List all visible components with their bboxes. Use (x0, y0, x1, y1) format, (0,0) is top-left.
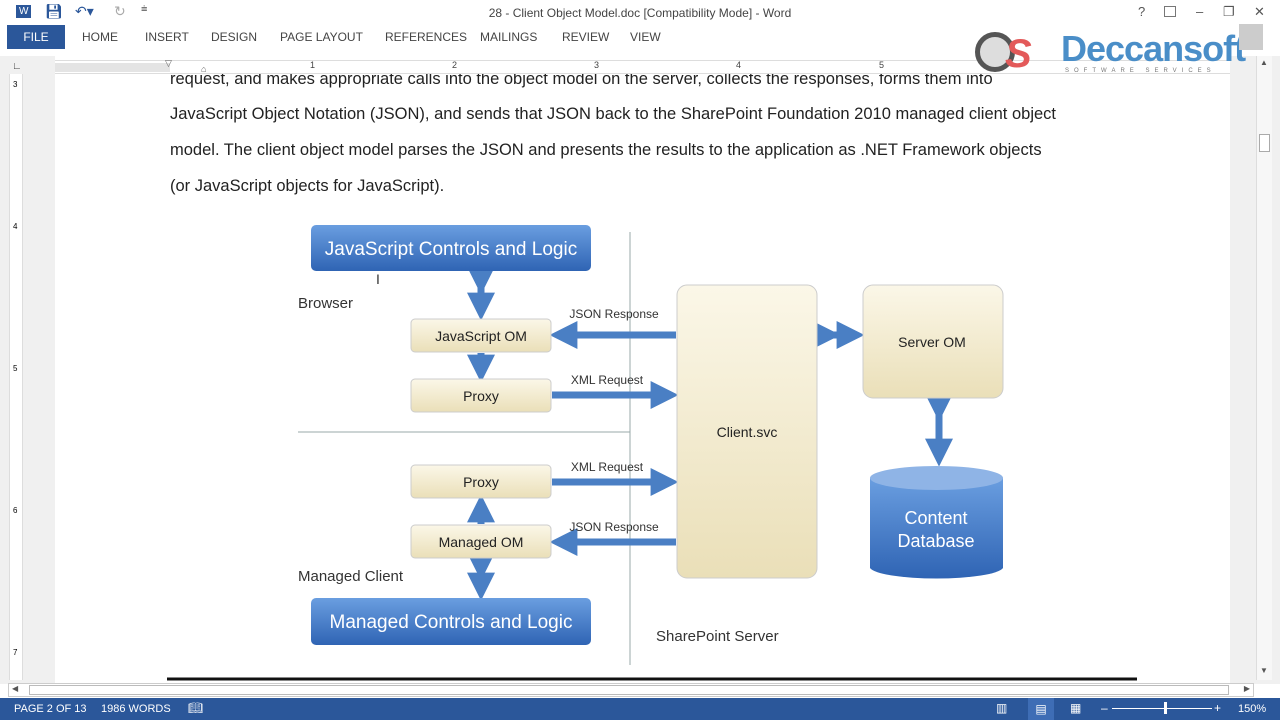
vruler-number: 6 (13, 506, 18, 515)
proofing-icon[interactable]: 📖︎ (188, 701, 204, 715)
json-response-label: JSON Response (569, 307, 659, 321)
paragraph-line: model. The client object model parses th… (170, 141, 1042, 159)
ruler-number: 5 (879, 60, 885, 70)
read-mode-icon[interactable]: ▥ (996, 701, 1008, 715)
web-layout-icon[interactable]: ▦ (1070, 701, 1082, 715)
paragraph-line: JavaScript Object Notation (JSON), and s… (170, 105, 1056, 123)
logo-s-icon: S (1005, 32, 1032, 76)
customize-toolbar-icon[interactable]: ⩧ (141, 3, 148, 15)
tab-mailings[interactable]: MAILINGS (480, 30, 538, 44)
tab-view[interactable]: VIEW (630, 30, 661, 44)
managed-om-box (410, 524, 552, 559)
vruler-number: 7 (13, 648, 18, 657)
deccansoft-watermark-logo: S Deccansoft SOFTWARE SERVICES (975, 28, 1246, 78)
ruler-number: 3 (594, 60, 600, 70)
ruler-margin (55, 63, 170, 72)
managed-om-label: Managed OM (439, 534, 524, 550)
title-bar: W 💾︎ ↶▾ ↻ ⩧ 28 - Client Object Model.doc… (0, 0, 1280, 25)
server-om-label: Server OM (898, 334, 966, 350)
zoom-slider-track[interactable] (1112, 708, 1212, 709)
json-response-label: JSON Response (569, 520, 659, 534)
tab-file[interactable]: FILE (7, 25, 65, 49)
content-database-label: Content (904, 508, 967, 528)
minimize-button[interactable]: – (1196, 4, 1204, 19)
xml-request-label: XML Request (571, 460, 644, 474)
tab-home[interactable]: HOME (82, 30, 118, 44)
vertical-ruler: 3 4 5 6 7 (9, 74, 23, 680)
horizontal-ruler: ▽ ⌂ (55, 58, 1230, 74)
logo-tagline: SOFTWARE SERVICES (1065, 68, 1216, 74)
user-avatar[interactable] (1239, 24, 1263, 50)
first-line-indent-marker[interactable]: ▽ (165, 58, 172, 68)
close-button[interactable]: ✕ (1254, 4, 1265, 19)
logo-disc-icon (975, 32, 1015, 72)
scroll-left-icon[interactable]: ◀ (12, 684, 19, 693)
proxy-label: Proxy (463, 388, 499, 404)
status-bar: PAGE 2 OF 13 1986 WORDS 📖︎ ▥ ▤ ▦ – + 150… (0, 698, 1280, 720)
paragraph-line: (or JavaScript objects for JavaScript). (170, 177, 445, 195)
scroll-right-icon[interactable]: ▶ (1243, 684, 1250, 693)
vruler-number: 3 (13, 80, 18, 89)
tab-stop-selector[interactable]: ∟ (12, 61, 22, 72)
page-count[interactable]: PAGE 2 OF 13 (14, 703, 87, 715)
managed-controls-label: Managed Controls and Logic (330, 612, 573, 633)
managed-client-label: Managed Client (298, 568, 404, 585)
left-indent-marker[interactable]: ⌂ (201, 64, 207, 74)
ruler-number: 2 (452, 60, 458, 70)
javascript-om-box (410, 318, 552, 353)
tab-design[interactable]: DESIGN (211, 30, 258, 44)
tab-page-layout[interactable]: PAGE LAYOUT (280, 30, 363, 44)
tab-references[interactable]: REFERENCES (385, 30, 468, 44)
browser-label: Browser (298, 295, 353, 312)
save-icon[interactable]: 💾︎ (45, 3, 63, 19)
zoom-in-button[interactable]: + (1214, 701, 1222, 715)
word-app-icon[interactable]: W (16, 5, 32, 18)
tab-review[interactable]: REVIEW (562, 30, 610, 44)
hscroll-thumb[interactable] (29, 685, 1229, 695)
text-cursor-icon: I (376, 271, 380, 287)
tab-insert[interactable]: INSERT (145, 30, 189, 44)
vertical-scrollbar[interactable]: ▲ ▼ (1256, 56, 1272, 680)
restore-button[interactable]: ❐ (1223, 4, 1235, 19)
content-database-label: Database (897, 531, 974, 551)
vruler-number: 5 (13, 364, 18, 373)
proxy-box-browser (410, 378, 552, 413)
document-page[interactable]: request, and makes appropriate calls int… (55, 74, 1230, 680)
zoom-slider-thumb[interactable] (1164, 702, 1167, 714)
zoom-out-button[interactable]: – (1101, 701, 1108, 715)
vruler-number: 4 (13, 222, 18, 231)
word-count[interactable]: 1986 WORDS (101, 703, 171, 715)
window-title: 28 - Client Object Model.doc [Compatibil… (488, 6, 792, 20)
scroll-thumb[interactable] (1259, 134, 1270, 152)
server-om-box (862, 284, 1004, 399)
logo-text: Deccansoft (1061, 28, 1246, 69)
horizontal-scrollbar[interactable]: ◀ ▶ (8, 683, 1254, 697)
managed-controls-box (311, 598, 591, 645)
paragraph-line: request, and makes appropriate calls int… (170, 74, 993, 88)
js-controls-box (311, 225, 591, 271)
ruler-number: 4 (736, 60, 742, 70)
content-database-cylinder (870, 466, 1003, 579)
proxy-label: Proxy (463, 474, 499, 490)
ruler-number: 1 (310, 60, 316, 70)
sharepoint-server-label: SharePoint Server (656, 628, 779, 645)
ribbon-display-options-icon[interactable] (1164, 6, 1176, 17)
undo-icon[interactable]: ↶▾ (75, 3, 94, 19)
ribbon-tabs (0, 25, 1280, 50)
scroll-down-icon[interactable]: ▼ (1260, 666, 1268, 675)
javascript-om-label: JavaScript OM (435, 328, 527, 344)
js-controls-label: JavaScript Controls and Logic (325, 239, 577, 260)
proxy-box-managed (410, 464, 552, 499)
scroll-up-icon[interactable]: ▲ (1260, 58, 1268, 67)
client-svc-box (676, 284, 818, 579)
xml-request-label: XML Request (571, 373, 644, 387)
zoom-level[interactable]: 150% (1238, 703, 1267, 715)
redo-icon[interactable]: ↻ (114, 3, 126, 19)
help-button[interactable]: ? (1138, 4, 1146, 19)
client-svc-label: Client.svc (717, 424, 778, 440)
print-layout-icon[interactable]: ▤ (1028, 698, 1054, 720)
